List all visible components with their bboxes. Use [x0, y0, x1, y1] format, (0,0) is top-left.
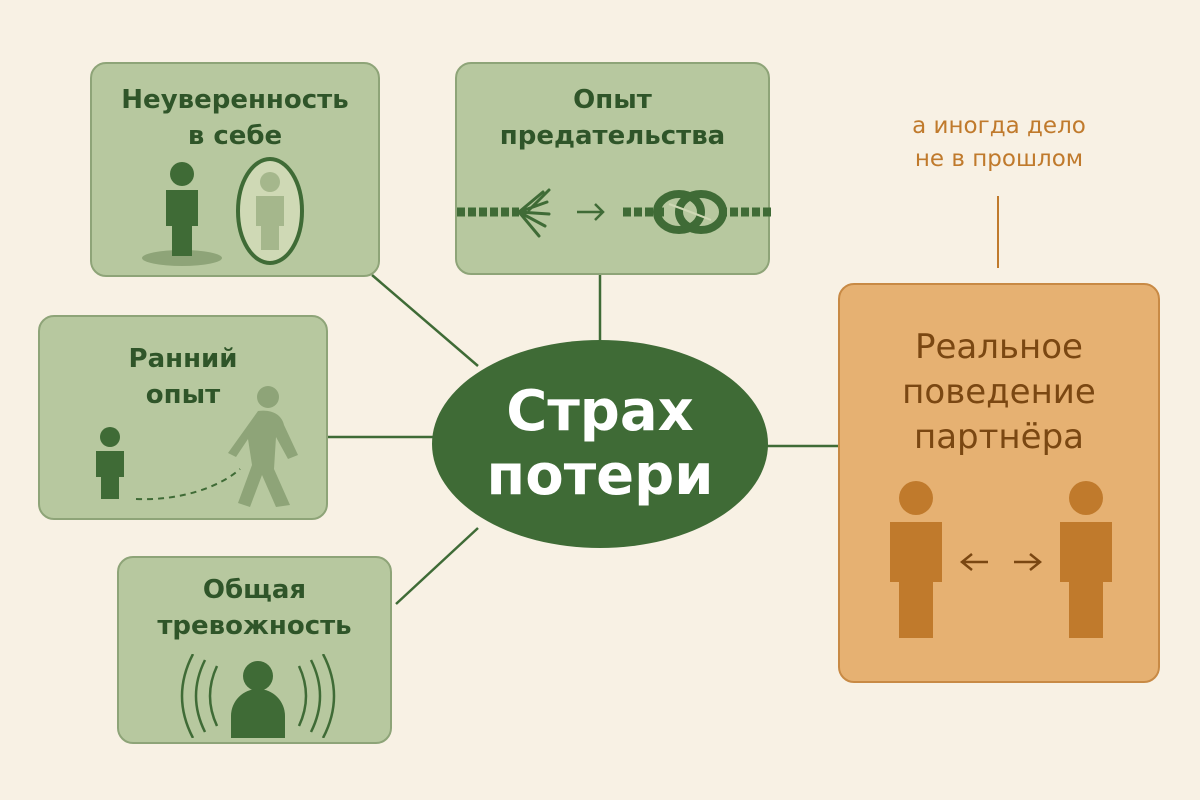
node-betrayal: Опыт предательства	[455, 62, 772, 275]
anxious-person-icon	[180, 654, 336, 738]
node-early-experience: Ранний опыт	[38, 315, 328, 520]
two-persons-interaction-icon	[890, 481, 1112, 638]
central-node-fear-of-loss: Страх потери	[432, 340, 768, 548]
person-mirror-icon	[142, 157, 304, 266]
node-self-doubt: Неуверенность в себе	[90, 62, 380, 277]
node-general-anxiety: Общая тревожность	[117, 556, 392, 744]
node-partner-behavior: Реальное поведение партнёра	[838, 283, 1160, 683]
annotation-connector	[997, 196, 999, 268]
connector-self-doubt	[371, 274, 479, 367]
connector-general-anxiety	[395, 527, 479, 605]
node-partner-behavior-label: Реальное поведение партнёра	[902, 327, 1096, 457]
node-self-doubt-label: Неуверенность в себе	[121, 85, 349, 151]
child-and-leaving-adult-icon	[96, 386, 298, 507]
rope-icon	[457, 188, 772, 238]
node-early-experience-label: Ранний опыт	[128, 344, 238, 410]
central-node-label: Страх потери	[486, 379, 714, 508]
node-betrayal-label: Опыт предательства	[499, 85, 726, 151]
annotation-not-in-past: а иногда дело не в прошлом	[912, 113, 1086, 172]
node-general-anxiety-label: Общая тревожность	[157, 575, 352, 641]
